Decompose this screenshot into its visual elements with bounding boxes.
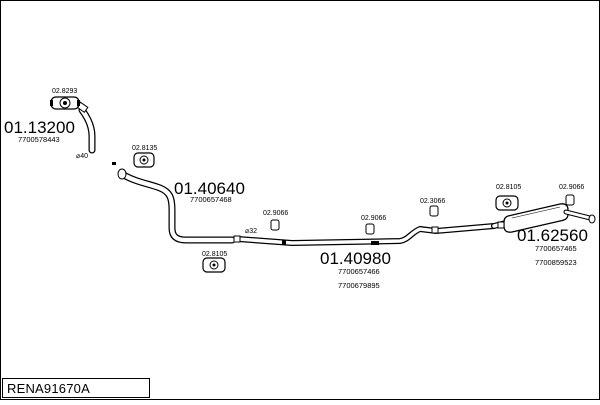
oe-number-intermediate-pipe: 7700657468 — [190, 195, 232, 204]
rear-silencer — [491, 203, 596, 233]
intermediate-pipe — [117, 168, 236, 244]
part-number-intermediate-pipe: 01.40640 — [174, 179, 245, 198]
accessory-label: 02.8105 — [496, 184, 521, 191]
diameter-label: ⌀40 — [76, 153, 88, 160]
diameter-label: ⌀32 — [245, 228, 257, 235]
clamp-part — [50, 96, 80, 110]
hanger-part — [133, 152, 155, 168]
accessory-label: 02.3066 — [420, 198, 445, 205]
oe-number-rear-silencer-2: 7700859523 — [535, 258, 577, 267]
hanger-part — [202, 257, 226, 273]
oe-number-front-pipe: 7700578443 — [18, 135, 60, 144]
oe-number-middle-pipe-1: 7700657466 — [338, 267, 380, 276]
accessory-label: 02.9066 — [361, 215, 386, 222]
oe-number-middle-pipe-2: 7700679895 — [338, 281, 380, 290]
bolt-part — [112, 162, 116, 165]
part-number-middle-pipe: 01.40980 — [320, 249, 391, 268]
accessory-label: 02.8135 — [132, 145, 157, 152]
accessory-label: 02.8105 — [202, 251, 227, 258]
diagram-code: RENA91670A — [7, 381, 90, 396]
hanger-part — [495, 195, 519, 211]
accessory-label: 02.9066 — [559, 184, 584, 191]
accessory-label: 02.8293 — [52, 88, 77, 95]
part-number-rear-silencer: 01.62560 — [517, 226, 588, 245]
diagram-code-box: RENA91670A — [2, 378, 150, 398]
accessory-label: 02.9066 — [263, 210, 288, 217]
oe-number-rear-silencer-1: 7700657465 — [535, 244, 577, 253]
part-number-front-pipe: 01.13200 — [4, 118, 75, 137]
rubber-mount — [270, 194, 575, 235]
front-pipe — [76, 101, 96, 154]
middle-pipe — [233, 223, 497, 247]
